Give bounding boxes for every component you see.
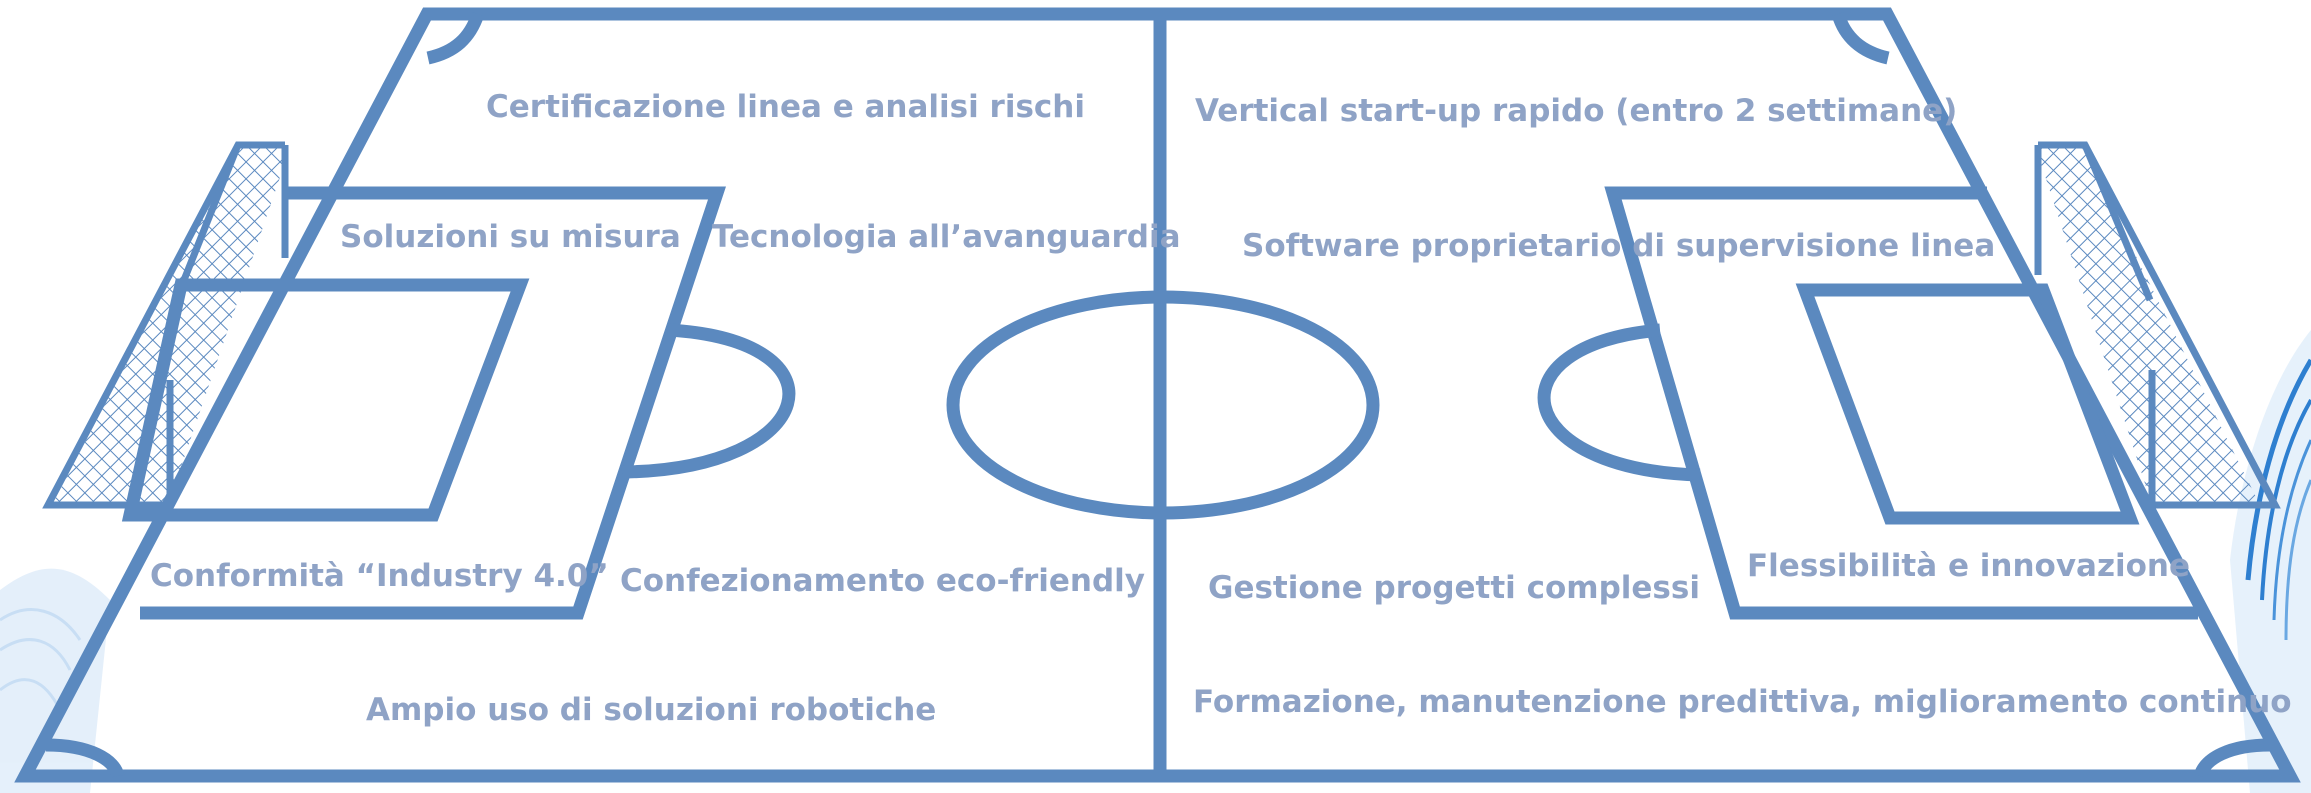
label-gestione: Gestione progetti complessi: [1208, 570, 1700, 606]
right-penalty-area: [1604, 186, 2198, 620]
label-soluzioni: Soluzioni su misura: [340, 219, 681, 255]
label-formazione: Formazione, manutenzione predittiva, mig…: [1193, 684, 2292, 720]
corner-arc-bottom-right: [2193, 738, 2271, 779]
left-goal-net: [42, 141, 290, 509]
label-confezionamento: Confezionamento eco-friendly: [620, 563, 1145, 599]
label-tecnologia: Tecnologia all’avanguardia: [712, 219, 1181, 255]
label-conformita: Conformità “Industry 4.0”: [150, 558, 609, 594]
corner-arc-top-right: [1831, 11, 1890, 65]
field-boundary: [14, 7, 2301, 783]
background-wave-left: [0, 568, 110, 793]
right-goal-net: [2034, 141, 2281, 509]
corner-arc-top-left: [426, 11, 485, 65]
center-circle: [946, 290, 1380, 520]
label-vertical: Vertical start-up rapido (entro 2 settim…: [1195, 93, 1958, 129]
corner-arc-bottom-left: [45, 738, 125, 778]
label-robotiche: Ampio uso di soluzioni robotiche: [366, 692, 937, 728]
left-penalty-arc: [621, 323, 796, 479]
right-penalty-arc: [1537, 323, 1701, 482]
background-wave-right: [2230, 330, 2311, 793]
left-penalty-area: [140, 186, 726, 620]
label-software: Software proprietario di supervisione li…: [1242, 228, 1996, 264]
label-flessibilita: Flessibilità e innovazione: [1747, 548, 2191, 584]
right-goal-area: [1795, 283, 2140, 525]
label-certificazione: Certificazione linea e analisi rischi: [486, 89, 1085, 125]
